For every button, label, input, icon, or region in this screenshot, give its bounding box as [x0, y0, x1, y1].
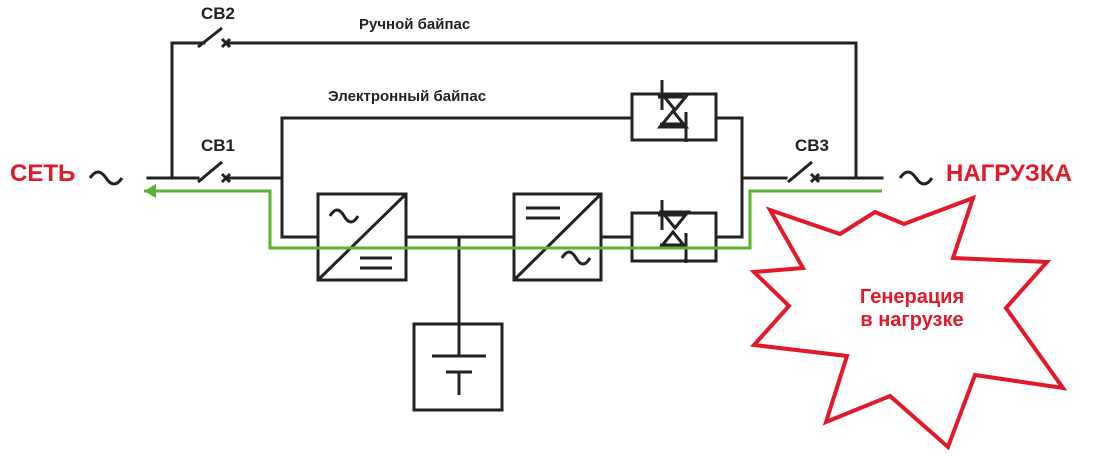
topology-wires: [146, 41, 884, 326]
manual-bypass-top: [224, 41, 858, 180]
callout-line-2: в нагрузке: [860, 309, 963, 331]
callout-line-1: Генерация: [860, 286, 964, 308]
inverter-block: [512, 192, 603, 282]
battery-block: [412, 322, 504, 412]
electronic-bypass-label: Электронный байпас: [328, 88, 486, 105]
reverse-power-path: [144, 184, 882, 250]
static-switch-inverter: [630, 200, 718, 263]
cb3-label: CB3: [795, 136, 829, 155]
inverter-dc-symbol: [526, 206, 560, 220]
rectifier-dc-symbol: [360, 256, 392, 270]
cb1-breaker: [197, 160, 232, 184]
inverter-ac-symbol: [560, 250, 592, 266]
rectifier-input: [280, 176, 320, 239]
electronic-bypass-line: [280, 116, 634, 180]
arrow-left-icon: [144, 184, 156, 198]
cb2-breaker: [197, 26, 232, 49]
sine-wave-icon: [88, 170, 124, 186]
source-label: СЕТЬ: [10, 160, 75, 187]
static-switch-bypass: [630, 80, 718, 142]
cb1-label: CB1: [201, 136, 235, 155]
static-switch-output: [714, 116, 744, 239]
manual-bypass-left: [170, 41, 206, 180]
sine-wave-icon: [898, 170, 934, 186]
cb2-label: CB2: [201, 4, 235, 23]
cb3-breaker: [787, 160, 821, 184]
load-label: НАГРУЗКА: [946, 160, 1072, 187]
burst-shape: [749, 194, 1068, 451]
manual-bypass-label: Ручной байпас: [359, 16, 470, 33]
rectifier-block: [316, 192, 408, 282]
rectifier-ac-symbol: [328, 208, 360, 224]
reverse-power-callout: Генерация в нагрузке: [749, 194, 1068, 451]
